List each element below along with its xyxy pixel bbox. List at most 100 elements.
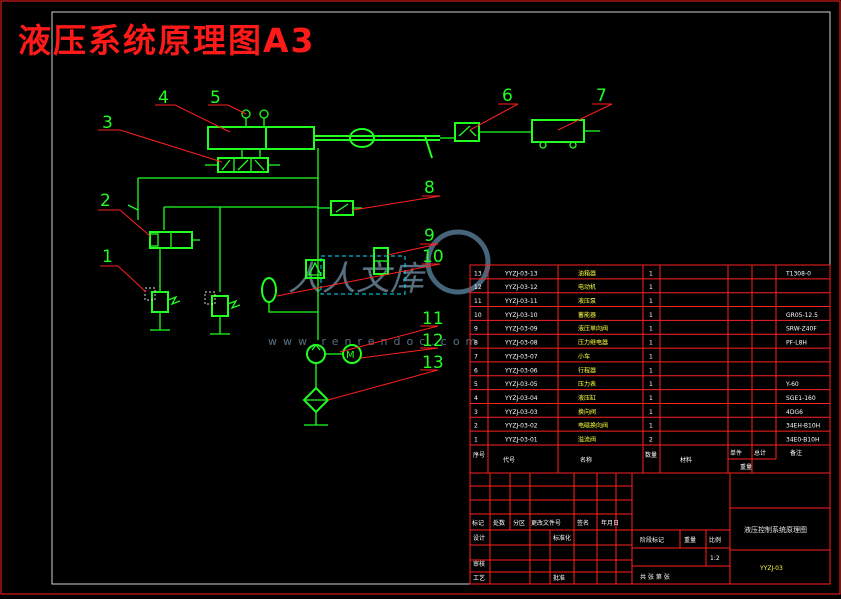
- callout-8: 8: [424, 178, 435, 198]
- directional-valve: [205, 149, 280, 173]
- callout-13: 13: [422, 353, 444, 373]
- parts-cell-no: 8: [474, 340, 478, 347]
- parts-cell-name: 电动机: [578, 283, 596, 291]
- hdr-unit: 单件: [730, 449, 742, 457]
- hydraulic-cylinder: [207, 126, 440, 159]
- parts-cell-qty: 1: [649, 381, 653, 388]
- stage-mark: 阶段标记: [640, 536, 664, 544]
- parts-cell-no: 12: [474, 284, 482, 291]
- parts-cell-no: 9: [474, 326, 478, 333]
- parts-cell-qty: 1: [649, 298, 653, 305]
- parts-cell-spec: SRW-Z40F: [786, 326, 817, 333]
- parts-cell-no: 3: [474, 409, 478, 416]
- parts-cell-spec: 34E0-B10H: [786, 437, 819, 444]
- hdr-material: 材料: [680, 456, 692, 464]
- callout-3: 3: [102, 113, 113, 133]
- parts-cell-code: YYZJ-03-07: [504, 353, 538, 360]
- parts-cell-qty: 1: [649, 326, 653, 333]
- pressure-switch: [318, 200, 362, 216]
- parts-cell-no: 7: [474, 353, 478, 360]
- parts-cell-qty: 1: [649, 409, 653, 416]
- hdr-qty: 数量: [645, 451, 657, 459]
- relief-valve-2: [204, 291, 241, 335]
- parts-cell-no: 5: [474, 381, 478, 388]
- parts-cell-no: 13: [474, 270, 482, 277]
- callout-leaders: [98, 103, 613, 401]
- scale-value: 1:2: [710, 555, 720, 562]
- callout-7: 7: [596, 86, 607, 106]
- parts-cell-code: YYZJ-03-03: [504, 409, 538, 416]
- change-sign: 签名: [577, 519, 589, 527]
- parts-cell-qty: 1: [649, 284, 653, 291]
- cart: [531, 119, 600, 149]
- hdr-weight: 重量: [740, 463, 752, 471]
- parts-cell-spec: 4DG6: [786, 409, 803, 416]
- parts-cell-code: YYZJ-03-11: [504, 298, 538, 305]
- weight-label: 重量: [684, 536, 696, 544]
- parts-cell-name: 油箱器: [578, 269, 596, 277]
- standard-label: 标准化: [553, 534, 571, 542]
- schematic: M: [98, 86, 613, 426]
- electric-motor: M: [342, 344, 362, 364]
- parts-cell-spec: GR05-12.5: [786, 312, 818, 319]
- callout-1: 1: [102, 247, 113, 267]
- parts-cell-qty: 1: [649, 340, 653, 347]
- parts-cell-qty: 1: [649, 312, 653, 319]
- parts-cell-name: 液压泵: [578, 297, 596, 305]
- parts-cell-qty: 1: [649, 270, 653, 277]
- hdr-total: 总计: [754, 449, 766, 457]
- pressure-gauge: [241, 109, 269, 127]
- review-label: 审核: [473, 560, 485, 568]
- change-count: 处数: [493, 519, 505, 527]
- change-date: 年月日: [601, 519, 619, 527]
- parts-cell-name: 换向阀: [578, 408, 596, 416]
- parts-cell-name: 电磁换向阀: [578, 422, 608, 430]
- callout-9: 9: [424, 226, 435, 246]
- title-block: 液压控制系统原理图 YYZJ-03 阶段标记 重量 比例 1:2 共 张 第 张…: [469, 472, 831, 585]
- solenoid-valve: [127, 204, 200, 249]
- parts-cell-qty: 1: [649, 395, 653, 402]
- parts-cell-qty: 2: [649, 437, 653, 444]
- parts-cell-no: 10: [474, 312, 482, 319]
- parts-cell-no: 1: [474, 437, 478, 444]
- accumulator: [261, 277, 318, 313]
- hdr-name: 名称: [580, 456, 592, 464]
- parts-cell-code: YYZJ-03-01: [504, 437, 538, 444]
- parts-cell-name: 压力表: [578, 380, 596, 388]
- parts-cell-no: 4: [474, 395, 478, 402]
- drawing-title: 液压系统原理图A3: [18, 21, 316, 60]
- design-label: 设计: [473, 534, 485, 542]
- callout-5: 5: [210, 88, 221, 108]
- parts-cell-spec: SGE1-160: [786, 395, 816, 402]
- parts-cell-qty: 1: [649, 367, 653, 374]
- parts-cell-code: YYZJ-03-12: [504, 284, 538, 291]
- callout-11: 11: [422, 309, 444, 329]
- svg-text:M: M: [346, 350, 355, 361]
- parts-cell-spec: T1308-0: [785, 270, 811, 277]
- hdr-remark: 备注: [790, 449, 802, 457]
- parts-cell-no: 6: [474, 367, 478, 374]
- parts-cell-code: YYZJ-03-05: [504, 381, 538, 388]
- sheets: 共 张 第 张: [640, 573, 670, 581]
- callout-2: 2: [100, 191, 111, 211]
- watermark-url: www.renrendoc.com: [268, 335, 482, 348]
- callout-10: 10: [422, 247, 444, 267]
- change-mark: 标记: [472, 519, 484, 527]
- parts-cell-spec: 34EH-B10H: [786, 423, 820, 430]
- check-valve-block: [305, 247, 406, 295]
- oil-filter: [302, 363, 330, 426]
- parts-cell-code: YYZJ-03-04: [504, 395, 538, 402]
- parts-cell-spec: PF-L8H: [786, 340, 807, 347]
- parts-cell-name: 行程器: [578, 366, 596, 374]
- parts-cell-code: YYZJ-03-06: [504, 367, 538, 374]
- parts-cell-name: 小车: [578, 352, 590, 360]
- approve-label: 批准: [553, 574, 565, 582]
- callout-12: 12: [422, 331, 444, 351]
- parts-cell-name: 液压缸: [578, 394, 596, 402]
- parts-cell-code: YYZJ-03-08: [504, 340, 538, 347]
- drawing-code: YYZJ-03: [759, 565, 783, 572]
- parts-cell-name: 蓄能器: [578, 311, 596, 319]
